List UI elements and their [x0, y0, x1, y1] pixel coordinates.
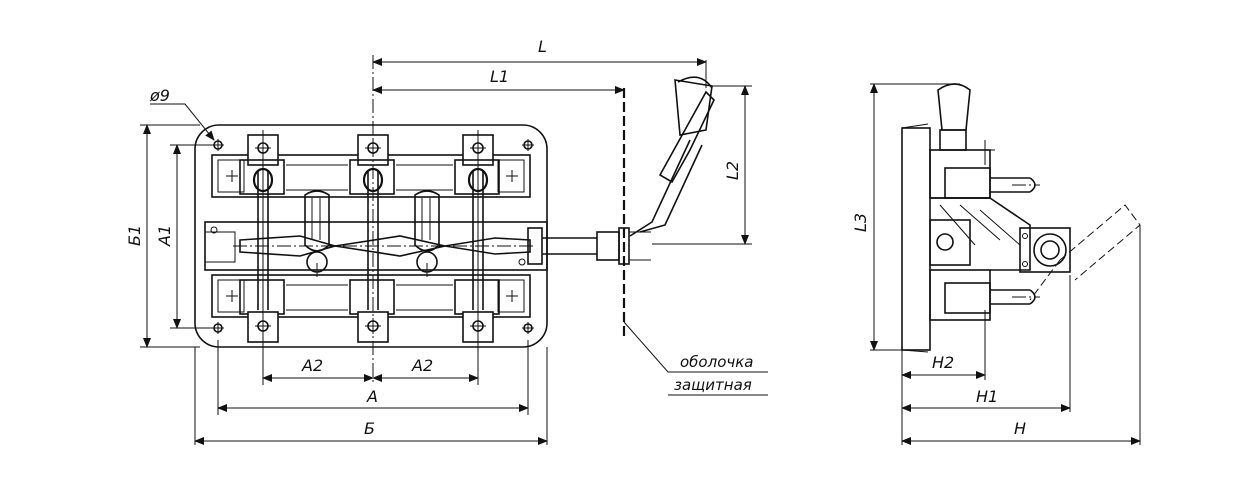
side-view [870, 83, 1141, 445]
dim-label-L2: L2 [723, 161, 742, 180]
handle [629, 76, 715, 237]
dim-label-A2-right: A2 [411, 356, 433, 375]
dim-label-H1: H1 [976, 387, 998, 406]
front-view [140, 55, 768, 445]
callout-protective-cover-line1: оболочка [680, 353, 753, 371]
dim-label-A1: A1 [155, 225, 174, 247]
dim-label-hole: ø9 [149, 86, 170, 105]
switch-blades [257, 170, 484, 310]
dim-label-A2-left: A2 [301, 356, 323, 375]
dim-label-L3: L3 [851, 213, 870, 232]
dim-label-B: Б [364, 419, 375, 438]
side-base-plate [901, 127, 931, 351]
callout-protective-cover-line2: защитная [674, 376, 752, 394]
operating-shaft [204, 190, 651, 277]
dim-label-H2: H2 [932, 353, 954, 372]
dim-label-L: L [538, 37, 547, 56]
dim-label-B1: Б1 [125, 225, 144, 246]
dim-label-A: A [366, 387, 378, 406]
side-dimension-lines [870, 83, 1141, 445]
dim-label-L1: L1 [490, 67, 509, 86]
dim-label-H: H [1014, 419, 1026, 438]
dimension-lines [143, 58, 768, 445]
mounting-holes [212, 139, 534, 334]
